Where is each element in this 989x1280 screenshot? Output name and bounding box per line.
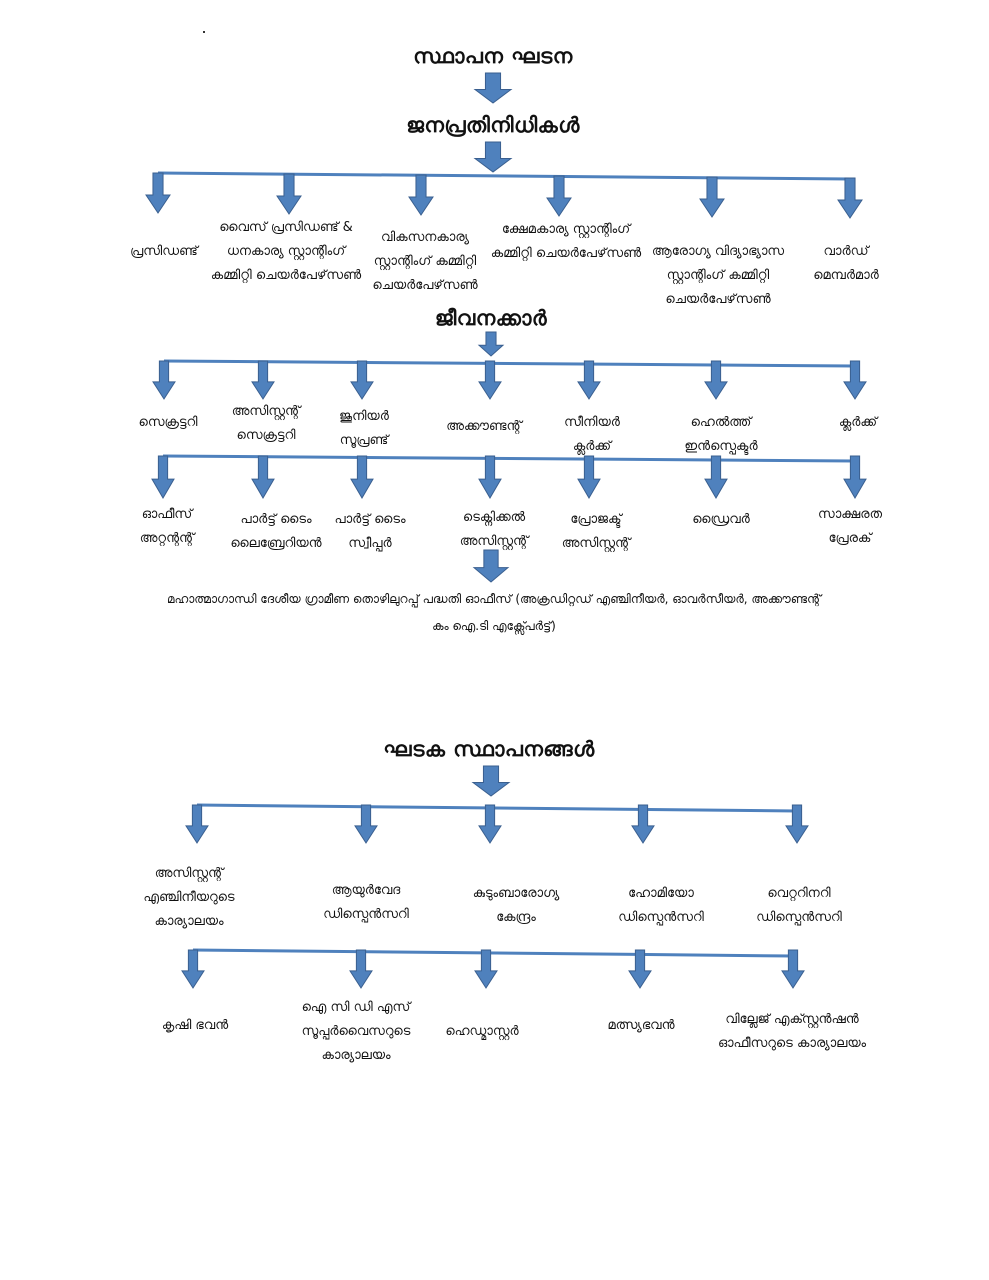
node-ward-members: വാർഡ്മെമ്പർമാർ	[813, 244, 879, 283]
staff-row2-branch-arrow	[843, 455, 867, 499]
components-row2-branch-arrow	[349, 949, 373, 989]
staff-row1-branch-arrow	[577, 360, 601, 400]
node-matsyabhavan: മത്സ്യഭവൻ	[607, 1018, 675, 1033]
node-assistant-secretary: അസിസ്റ്റന്റ്സെക്രട്ടറി	[231, 404, 301, 443]
staff-row1-branch-line	[163, 359, 856, 368]
components-row1-branch-arrow	[631, 804, 655, 844]
node-assistant-engineer-office: അസിസ്റ്റന്റ്എഞ്ചിനീയറുടെകാര്യാലയം	[143, 866, 235, 929]
node-icds-supervisor-office: ഐ സി ഡി എസ്സൂപ്പർവൈസറുടെകാര്യാലയം	[301, 1000, 411, 1063]
elected-branch-arrow	[546, 175, 572, 217]
staff-row2-branch-arrow	[251, 455, 275, 499]
elected-branch-arrow	[276, 173, 302, 215]
components-row1-branch-arrow	[354, 804, 378, 844]
node-krishi-bhavan: കൃഷി ഭവൻ	[161, 1018, 229, 1033]
elected-branch-arrow	[837, 177, 863, 219]
node-vice-president-finance-chair: വൈസ് പ്രസിഡണ്ട് &ധനകാര്യ സ്റ്റാന്റിംഗ്കമ…	[210, 220, 362, 283]
components-row2-branch-arrow	[474, 949, 498, 989]
node-part-time-librarian: പാർട്ട് ടൈംലൈബ്രേറിയൻ	[230, 512, 322, 551]
elected-branch-line	[157, 171, 851, 181]
node-headmaster: ഹെഡ്മാസ്റ്റർ	[445, 1024, 519, 1039]
elected-branch-arrow	[145, 172, 171, 214]
node-health-inspector: ഹെൽത്ത്ഇൻസ്പെക്ടർ	[684, 415, 758, 454]
staff-row2-branch-arrow	[478, 455, 502, 499]
heading-down-arrow-1	[473, 72, 513, 104]
components-row1-branch-arrow	[785, 804, 809, 844]
node-homeo-dispensary: ഹോമിയോഡിസ്പെൻസറി	[618, 886, 704, 925]
speck-mark	[203, 31, 205, 33]
mgnrega-down-arrow	[472, 549, 510, 583]
components-row1-branch-line	[196, 803, 798, 813]
staff-row1-branch-arrow	[350, 360, 374, 400]
staff-row2-branch-arrow	[350, 455, 374, 499]
components-row1-branch-arrow	[185, 804, 209, 844]
mgnrega-note-line2: കം ഐ.ടി എക്സ്പേർട്ട്)	[432, 619, 556, 633]
elected-branch-arrow	[699, 176, 725, 218]
mgnrega-note-line1: മഹാത്മാഗാന്ധി ദേശീയ ഗ്രാമീണ തൊഴിലുറപ്പ് …	[166, 592, 822, 606]
heading-employees: ജീവനക്കാർ	[434, 306, 548, 330]
staff-row2-branch-arrow	[151, 455, 175, 499]
heading-elected-members: ജനപ്രതിനിധികൾ	[406, 113, 580, 137]
node-secretary: സെക്രട്ടറി	[138, 415, 198, 430]
staff-row2-branch-line	[162, 454, 856, 463]
staff-row1-branch-arrow	[843, 360, 867, 400]
node-welfare-chair: ക്ഷേമകാര്യ സ്റ്റാന്റിംഗ്കമ്മിറ്റി ചെയർപേ…	[490, 222, 642, 261]
node-clerk: ക്ലർക്ക്	[838, 415, 878, 430]
heading-down-arrow-3	[477, 331, 505, 357]
mgnrega-office-note: മഹാത്മാഗാന്ധി ദേശീയ ഗ്രാമീണ തൊഴിലുറപ്പ് …	[114, 586, 874, 640]
components-row1-branch-arrow	[478, 804, 502, 844]
elected-branch-arrow	[408, 174, 434, 216]
node-part-time-sweeper: പാർട്ട് ടൈംസ്വീപ്പർ	[334, 512, 406, 551]
heading-down-arrow-2	[473, 141, 513, 173]
heading-component-institutions: ഘടക സ്ഥാപനങ്ങൾ	[383, 737, 595, 761]
components-row2-branch-line	[192, 948, 794, 958]
staff-row2-branch-arrow	[704, 455, 728, 499]
node-president: പ്രസിഡണ്ട്	[130, 244, 198, 259]
node-driver: ഡ്രൈവർ	[692, 512, 750, 527]
heading-down-arrow-4	[471, 765, 511, 797]
components-row2-branch-arrow	[181, 949, 205, 989]
staff-row1-branch-arrow	[478, 360, 502, 400]
components-row2-branch-arrow	[628, 949, 652, 989]
node-project-assistant: പ്രോജക്ട്അസിസ്റ്റന്റ്	[561, 512, 631, 551]
node-accountant: അക്കൗണ്ടന്റ്	[446, 419, 522, 434]
components-row2-branch-arrow	[781, 949, 805, 989]
staff-row1-branch-arrow	[251, 360, 275, 400]
staff-row1-branch-arrow	[152, 360, 176, 400]
staff-row1-branch-arrow	[704, 360, 728, 400]
node-office-attendant: ഓഫീസ്അറ്റന്റന്റ്	[139, 507, 195, 546]
heading-establishment-chart: സ്ഥാപന ഘടന	[413, 44, 573, 68]
node-veterinary-dispensary: വെറ്ററിനറിഡിസ്പെൻസറി	[756, 886, 842, 925]
staff-row2-branch-arrow	[577, 455, 601, 499]
